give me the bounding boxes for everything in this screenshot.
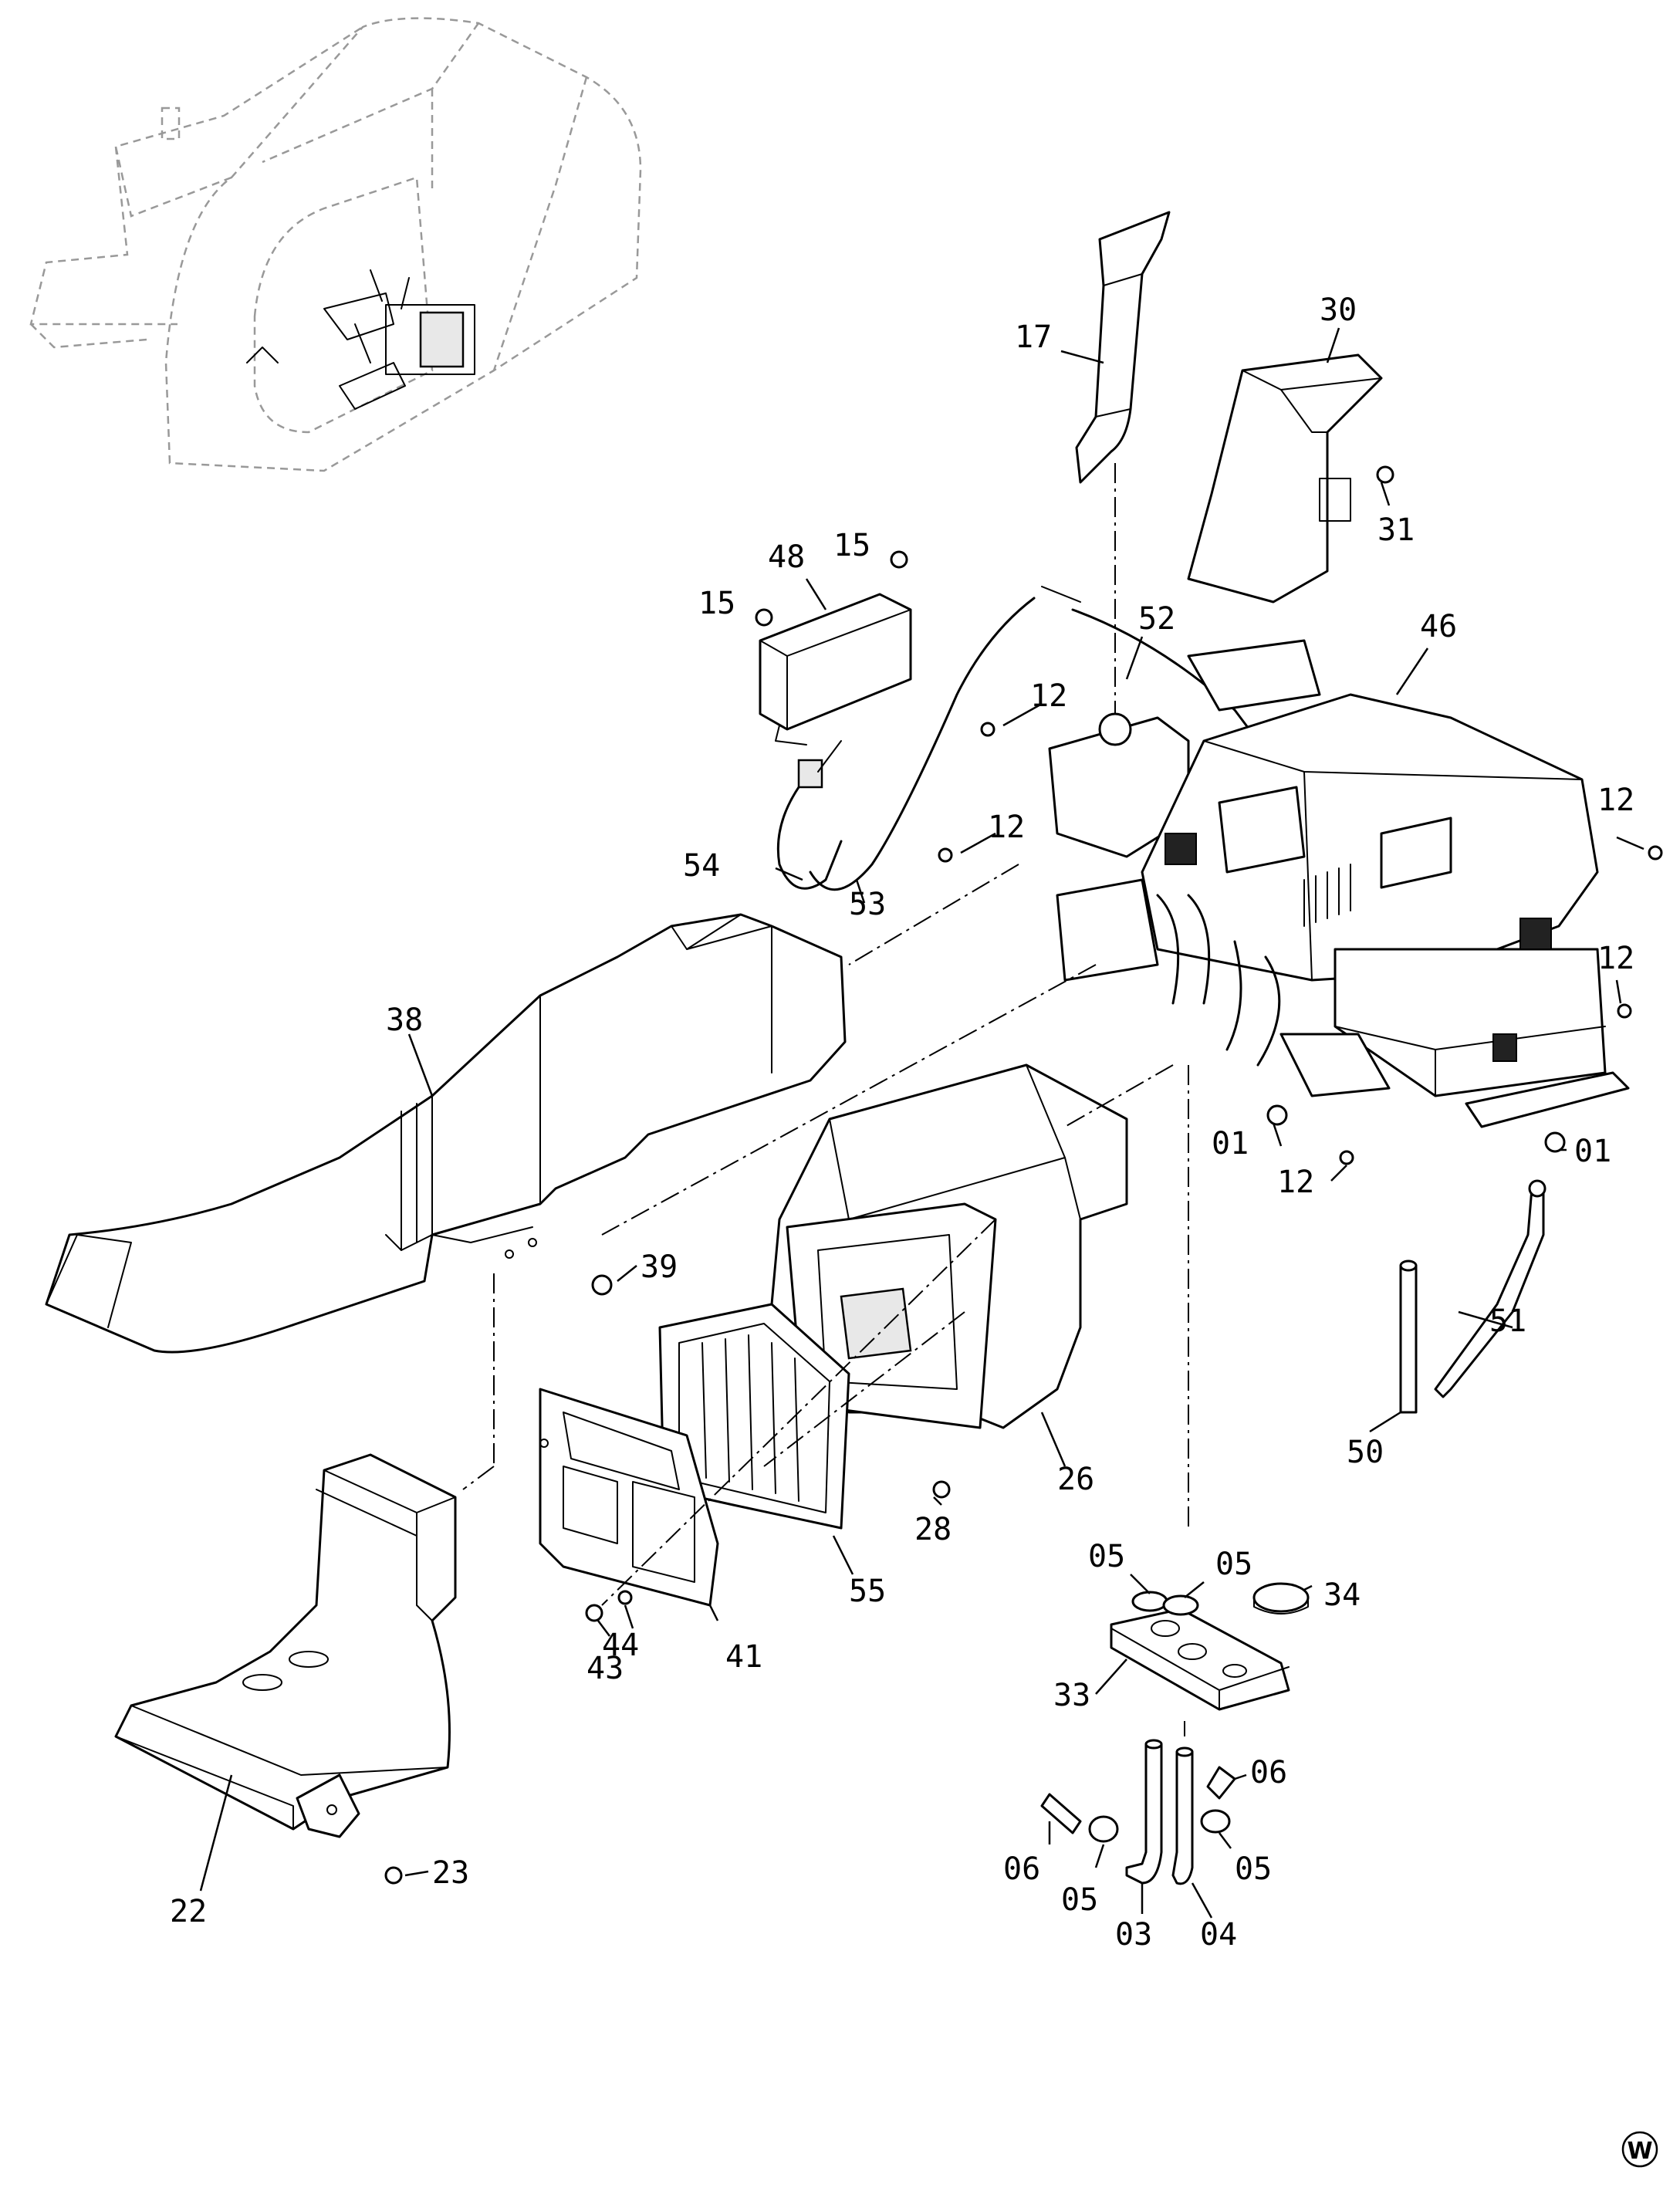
label-part-12: 12	[1030, 678, 1067, 714]
label-part-50: 50	[1347, 1435, 1384, 1470]
label-part-28: 28	[914, 1512, 952, 1547]
label-part-41: 41	[725, 1639, 762, 1675]
hardware-fasteners	[384, 465, 1663, 1885]
label-part-05: 05	[1215, 1547, 1252, 1582]
air-conditioner-unit-46	[1048, 639, 1630, 1128]
label-part-12: 12	[1597, 783, 1634, 818]
label-part-05: 05	[1061, 1882, 1098, 1918]
hose-06	[1040, 1766, 1236, 1834]
label-part-55: 55	[849, 1574, 886, 1609]
assembly-centerlines	[462, 864, 1189, 1606]
label-part-01: 01	[1574, 1134, 1611, 1169]
label-part-52: 52	[1138, 601, 1175, 637]
duct-cover-30	[1187, 353, 1383, 604]
label-part-39: 39	[641, 1249, 678, 1285]
label-part-17: 17	[1015, 320, 1052, 355]
label-part-12: 12	[988, 810, 1025, 845]
label-part-31: 31	[1377, 512, 1415, 548]
floor-duct-22	[114, 1453, 457, 1838]
label-part-33: 33	[1053, 1678, 1090, 1713]
label-part-12: 12	[1597, 941, 1634, 976]
leader-lines	[199, 327, 1645, 1919]
defroster-duct-17	[1075, 211, 1171, 484]
main-duct-38	[45, 913, 847, 1354]
cab-overview-illustration	[29, 17, 642, 472]
cap-34	[1252, 1582, 1310, 1615]
label-part-54: 54	[683, 848, 720, 884]
label-part-04: 04	[1200, 1917, 1237, 1953]
label-part-34: 34	[1323, 1577, 1361, 1613]
label-part-30: 30	[1320, 292, 1357, 328]
label-part-12: 12	[1277, 1165, 1314, 1200]
label-part-03: 03	[1115, 1917, 1152, 1953]
label-part-51: 51	[1489, 1303, 1526, 1339]
corner-mark-letter: W	[1627, 2138, 1652, 2165]
drain-pipes-03-04	[1125, 1739, 1194, 1885]
controller-box-48	[759, 593, 912, 746]
label-part-22: 22	[170, 1894, 207, 1929]
label-part-38: 38	[386, 1003, 423, 1038]
filter-55	[658, 1303, 850, 1530]
part-number-labels: 17 30 31 15 48 15 52 46 12 12 12 12 54 5…	[170, 292, 1634, 1953]
drain-hose-50	[1399, 1259, 1418, 1414]
unit-vent-slots	[1303, 864, 1351, 927]
hose-clamp-05	[1088, 1591, 1231, 1843]
drain-hose-51	[1434, 1179, 1546, 1398]
label-part-48: 48	[768, 539, 805, 575]
label-part-01: 01	[1212, 1126, 1249, 1161]
label-part-43: 43	[586, 1651, 624, 1686]
label-part-05: 05	[1088, 1539, 1125, 1574]
label-part-26: 26	[1057, 1462, 1094, 1497]
label-part-44: 44	[602, 1628, 639, 1663]
drain-plate-33	[1110, 1608, 1290, 1711]
label-part-05: 05	[1235, 1851, 1272, 1887]
label-part-06: 06	[1003, 1851, 1040, 1887]
label-part-15: 15	[698, 586, 735, 621]
corner-mark: W	[1621, 2131, 1658, 2168]
label-part-06: 06	[1250, 1755, 1287, 1790]
label-part-15: 15	[833, 528, 870, 563]
filter-pleats	[701, 1334, 799, 1502]
label-part-23: 23	[432, 1855, 469, 1891]
label-part-53: 53	[849, 887, 886, 922]
label-part-46: 46	[1420, 609, 1457, 644]
